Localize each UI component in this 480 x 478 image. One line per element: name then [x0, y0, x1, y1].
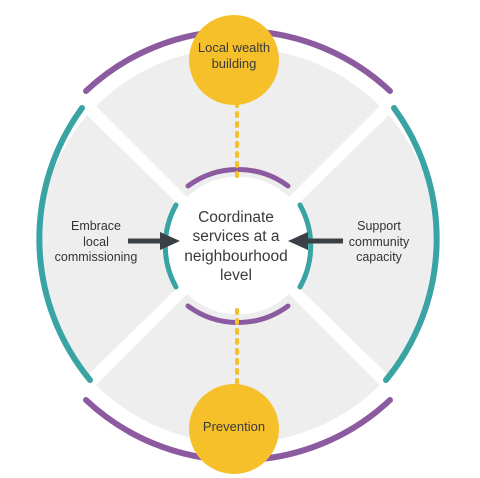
bottom-node-label: Prevention	[202, 419, 266, 434]
right-node-label: Support community capacity	[348, 219, 410, 265]
center-label: Coordinate services at a neighbourhood l…	[184, 209, 288, 285]
top-node-label: Local wealth building	[197, 40, 271, 72]
arrow-left	[128, 232, 180, 250]
top-node-circle	[189, 15, 279, 105]
segment-right	[298, 115, 437, 376]
bottom-node-circle	[189, 384, 279, 474]
segment-left	[39, 115, 179, 376]
left-node-label: Embrace local commissioning	[54, 219, 138, 265]
inner-arc-top	[185, 167, 291, 189]
inner-arc-right	[297, 202, 314, 290]
outer-arc-left	[36, 105, 93, 383]
arrow-right	[288, 232, 343, 250]
outer-arc-right	[383, 105, 440, 383]
